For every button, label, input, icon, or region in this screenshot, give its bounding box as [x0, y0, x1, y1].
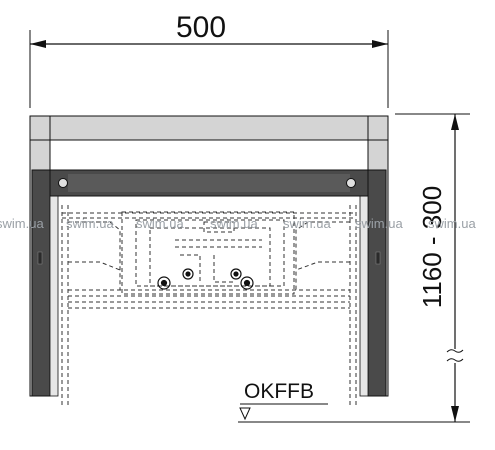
frame-top-crossbar-inner [68, 174, 350, 192]
pipe-fitting-right [230, 268, 254, 290]
inner-post-left [49, 169, 59, 397]
frame-upright-slot-left [37, 251, 43, 265]
watermark-text: swim.ua [136, 216, 184, 231]
mounting-hole-right [346, 178, 356, 188]
watermark-text: swim.ua [283, 216, 331, 231]
mounting-hole-left [58, 178, 68, 188]
watermark-text: swim.ua [66, 216, 114, 231]
hidden-module-outline [61, 205, 357, 408]
width-dimension [29, 30, 389, 108]
floor-level-marker [239, 407, 251, 421]
height-arrow-top [451, 114, 459, 130]
width-arrow-left [30, 40, 46, 48]
height-dimension [380, 113, 470, 423]
width-arrow-right [372, 40, 388, 48]
floor-level-label: OKFFB [244, 380, 314, 403]
inner-post-right [359, 169, 369, 397]
frame-upright-left [31, 169, 51, 397]
pipe-fitting-left [157, 268, 194, 290]
width-dimension-label: 500 [176, 11, 226, 44]
height-arrow-bottom [451, 406, 459, 422]
watermark-text: swim.ua [0, 216, 44, 231]
frame-upright-right [367, 169, 387, 397]
top-cover-bar [29, 115, 389, 141]
watermark-text: swim.ua [210, 216, 258, 231]
height-break-mark [446, 349, 464, 362]
watermark-row: swim.ua swim.ua swim.ua swim.ua swim.ua … [0, 216, 476, 231]
watermark-text: swim.ua [428, 216, 476, 231]
watermark-text: swim.ua [355, 216, 403, 231]
height-dimension-label: 1160 - 300 [417, 186, 447, 308]
frame-upright-slot-right [375, 251, 381, 265]
